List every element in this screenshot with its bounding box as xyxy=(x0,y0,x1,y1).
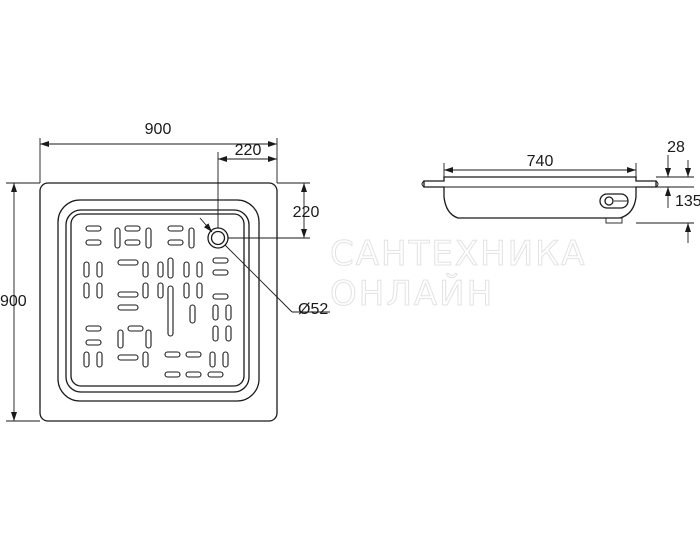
tray-outer-edge xyxy=(39,182,278,422)
anti-slip-area xyxy=(70,213,245,387)
tray-basin xyxy=(65,209,250,393)
tray-rim-edge xyxy=(57,199,260,402)
inner-length-label: 740 xyxy=(527,153,554,170)
slot xyxy=(157,261,164,278)
slot xyxy=(209,351,216,368)
slot xyxy=(188,227,195,249)
slot xyxy=(117,354,139,361)
side-view: 740 28 135 xyxy=(421,139,700,243)
slot xyxy=(167,239,184,246)
slot xyxy=(164,351,181,358)
rim-label: 28 xyxy=(667,139,685,156)
anti-slip-pattern xyxy=(83,225,232,378)
diameter-leader xyxy=(224,244,293,313)
slot xyxy=(185,351,202,358)
slot xyxy=(96,282,103,299)
slot xyxy=(96,351,103,368)
slot xyxy=(85,239,102,246)
siphon xyxy=(599,193,629,224)
diameter-leader-arrow xyxy=(199,217,213,233)
slot xyxy=(117,291,139,298)
slot xyxy=(117,304,139,311)
siphon-stem xyxy=(605,217,623,224)
slot xyxy=(207,371,224,378)
slot xyxy=(183,282,190,299)
slot xyxy=(185,371,202,378)
slot xyxy=(212,257,229,264)
slot xyxy=(83,282,90,299)
slot xyxy=(212,269,229,276)
depth-label: 135 xyxy=(675,193,700,210)
slot xyxy=(117,329,124,349)
slot xyxy=(142,261,149,278)
slot xyxy=(212,304,219,321)
slot xyxy=(124,225,141,232)
slot xyxy=(212,293,229,300)
slot xyxy=(85,325,102,332)
siphon-outlet-icon xyxy=(604,196,614,206)
slot xyxy=(196,261,203,278)
drain-diameter-label: Ø52 xyxy=(298,301,328,318)
slot xyxy=(212,325,219,342)
slot xyxy=(167,257,174,279)
watermark: САНТЕХНИКА ОНЛАЙН xyxy=(330,234,587,315)
slot xyxy=(167,225,184,232)
slot xyxy=(83,261,90,278)
slot xyxy=(145,329,152,349)
drain-x-label: 220 xyxy=(235,142,262,159)
width-label: 900 xyxy=(145,121,172,138)
slot xyxy=(124,239,141,246)
slot xyxy=(117,259,139,266)
tray-profile xyxy=(423,176,657,219)
slot xyxy=(225,325,232,342)
slot xyxy=(85,339,102,346)
slot xyxy=(145,227,152,249)
height-label: 900 xyxy=(0,293,27,310)
watermark-line2: ОНЛАЙН xyxy=(330,273,494,314)
slot xyxy=(96,261,103,278)
left-lip xyxy=(421,180,425,188)
slot xyxy=(222,351,229,368)
top-view: 900 900 220 220 Ø52 xyxy=(0,121,330,422)
slot xyxy=(196,282,203,299)
slot xyxy=(225,304,232,321)
drain-y-label: 220 xyxy=(293,204,320,221)
slot xyxy=(157,282,164,299)
slot xyxy=(85,225,102,232)
slot xyxy=(183,261,190,278)
slot xyxy=(127,325,144,332)
watermark-line1: САНТЕХНИКА xyxy=(330,234,587,274)
slot xyxy=(142,351,149,368)
slot xyxy=(167,285,174,337)
drain-inner xyxy=(210,230,226,246)
slot xyxy=(142,282,149,299)
slot xyxy=(114,227,121,249)
slot xyxy=(83,351,90,368)
slot xyxy=(164,371,181,378)
right-lip xyxy=(655,180,659,188)
slot xyxy=(189,304,196,324)
